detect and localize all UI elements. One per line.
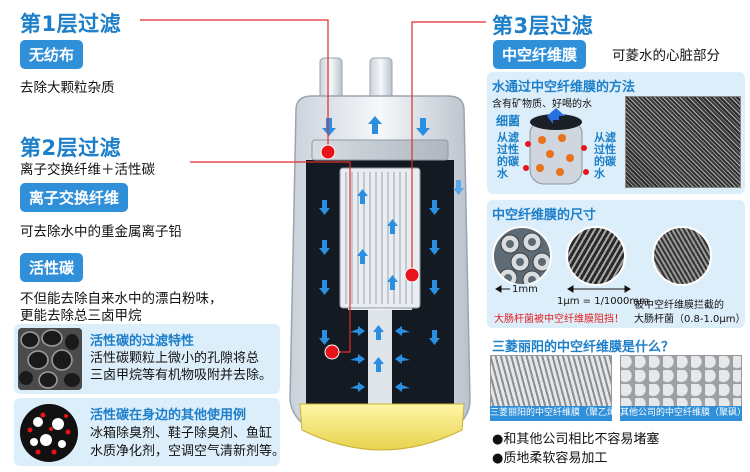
layer3-title: 第3层过滤 [492, 14, 594, 38]
ion-fiber-badge: 离子交换纤维 [20, 183, 129, 212]
blocked-note-1: 被中空纤维膜拦截的 [634, 300, 724, 311]
hollow-fiber-badge: 中空纤维膜 [493, 40, 587, 69]
sample-2-caption: 其他公司的中空纤维膜（聚砜） [620, 408, 747, 418]
side-label-right: 从滤过性的碳水 [594, 131, 616, 180]
scale-1um: 1μm = 1/1000mm [557, 296, 649, 307]
ecoli-photo [652, 226, 712, 286]
scale-1mm: 1mm [510, 284, 540, 295]
ecoli-caption: 大肠杆菌被中空纤维膜阻挡！ [494, 314, 624, 325]
side-label-left: 从滤过性的碳水 [497, 131, 519, 180]
fiber-bundle-photo [492, 226, 552, 286]
fiber-wall-photo [566, 226, 626, 286]
sample-2-caption-bar: 其他公司的中空纤维膜（聚砜） [620, 406, 747, 421]
what-title: 三菱丽阳的中空纤维膜是什么？ [492, 340, 675, 355]
layer1-badge: 无纺布 [20, 40, 84, 69]
sample-1-caption-bar: 三菱丽阳的中空纤维膜（聚乙烯） [490, 406, 626, 421]
carbon-feature-desc-1: 活性碳颗粒上微小的孔隙将总 [90, 351, 260, 366]
carbon-particle-icon [18, 402, 80, 464]
layer2-title: 第2层过滤 [20, 136, 122, 160]
carbon-badge: 活性碳 [20, 253, 84, 282]
ion-fiber-desc: 可去除水中的重金属离子铅 [20, 224, 182, 240]
method-title: 水通过中空纤维膜的方法 [492, 80, 636, 95]
blocked-note-2: 大肠杆菌（0.8-1.0μm） [634, 314, 746, 325]
carbon-desc-2: 更能去除总三卤甲烷 [20, 308, 142, 324]
layer1-desc: 去除大颗粒杂质 [20, 80, 115, 96]
carbon-uses-desc-1: 冰箱除臭剂、鞋子除臭剂、鱼缸 [90, 426, 273, 441]
carbon-feature-desc-2: 三卤甲烷等有机物吸附并去除。 [90, 368, 273, 383]
membrane-micrograph [625, 96, 741, 188]
fiber-cross-section-icon [520, 108, 592, 190]
layer2-subtitle: 离子交换纤维＋活性碳 [20, 162, 155, 178]
layer1-title: 第1层过滤 [20, 12, 122, 36]
method-note: 含有矿物质、好喝的水 [492, 99, 592, 110]
sample-1-caption: 三菱丽阳的中空纤维膜（聚乙烯） [490, 408, 626, 418]
point-1: ●和其他公司相比不容易堵塞 [492, 432, 660, 447]
hollow-fiber-note: 可菱水的心脏部分 [612, 48, 720, 64]
bacteria-label: 细菌 [496, 114, 521, 128]
carbon-pore-photo [18, 328, 82, 390]
point-2: ●质地柔软容易加工 [492, 451, 608, 466]
carbon-uses-desc-2: 水质净化剂，空调空气清新剂等。 [90, 444, 286, 459]
size-title: 中空纤维膜的尺寸 [492, 208, 597, 223]
carbon-desc-1: 不但能去除自来水中的漂白粉味， [20, 291, 223, 307]
carbon-feature-title: 活性碳的过滤特性 [90, 334, 195, 349]
carbon-uses-title: 活性碳在身边的其他使用例 [90, 408, 247, 423]
